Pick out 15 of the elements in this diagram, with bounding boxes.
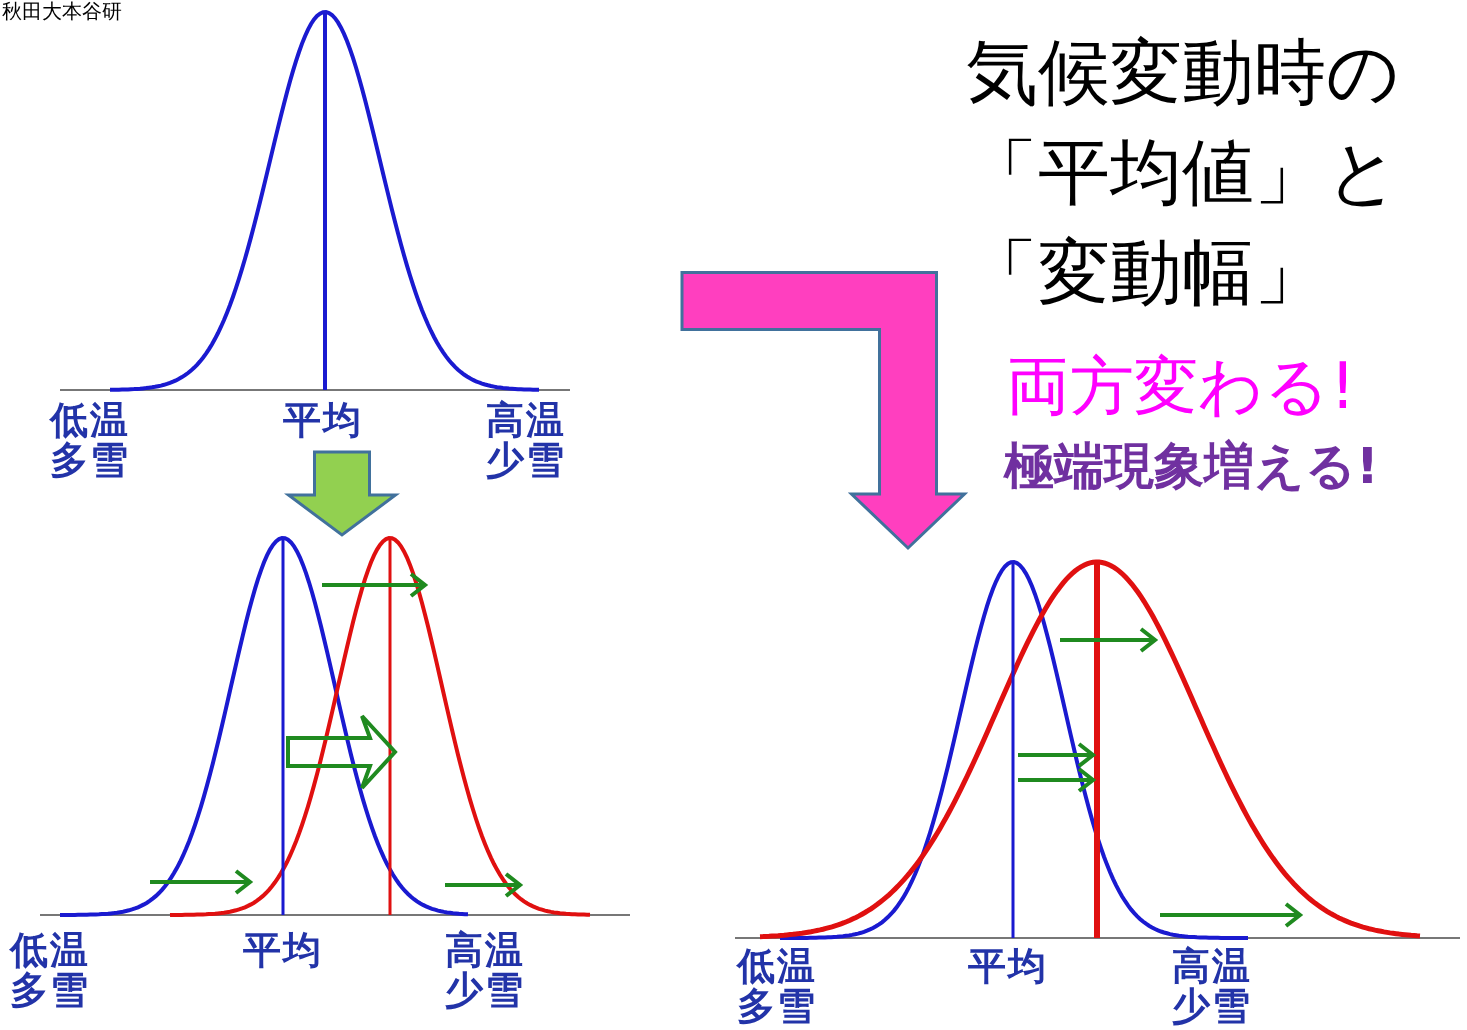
axis-label: 平均 xyxy=(243,930,324,970)
title: 気候変動時の「平均値」と「変動幅」 xyxy=(966,29,1401,316)
block-arrow xyxy=(284,450,400,537)
axis-label: 平均 xyxy=(283,400,364,440)
axis-label: 低温多雪 xyxy=(10,930,91,1010)
axis-label: 高温少雪 xyxy=(445,930,526,1010)
callout-text: 極端現象増える! xyxy=(1004,436,1379,497)
credit-text: 秋田大本谷研 xyxy=(2,0,122,22)
axis-label: 平均 xyxy=(968,946,1049,986)
callout-text: 両方変わる! xyxy=(1006,348,1356,425)
axis-label: 低温多雪 xyxy=(737,946,818,1026)
block-arrow xyxy=(680,271,969,551)
axis-label: 高温少雪 xyxy=(486,400,567,480)
axis-label: 低温多雪 xyxy=(50,400,131,480)
axis-label: 高温少雪 xyxy=(1172,946,1253,1026)
